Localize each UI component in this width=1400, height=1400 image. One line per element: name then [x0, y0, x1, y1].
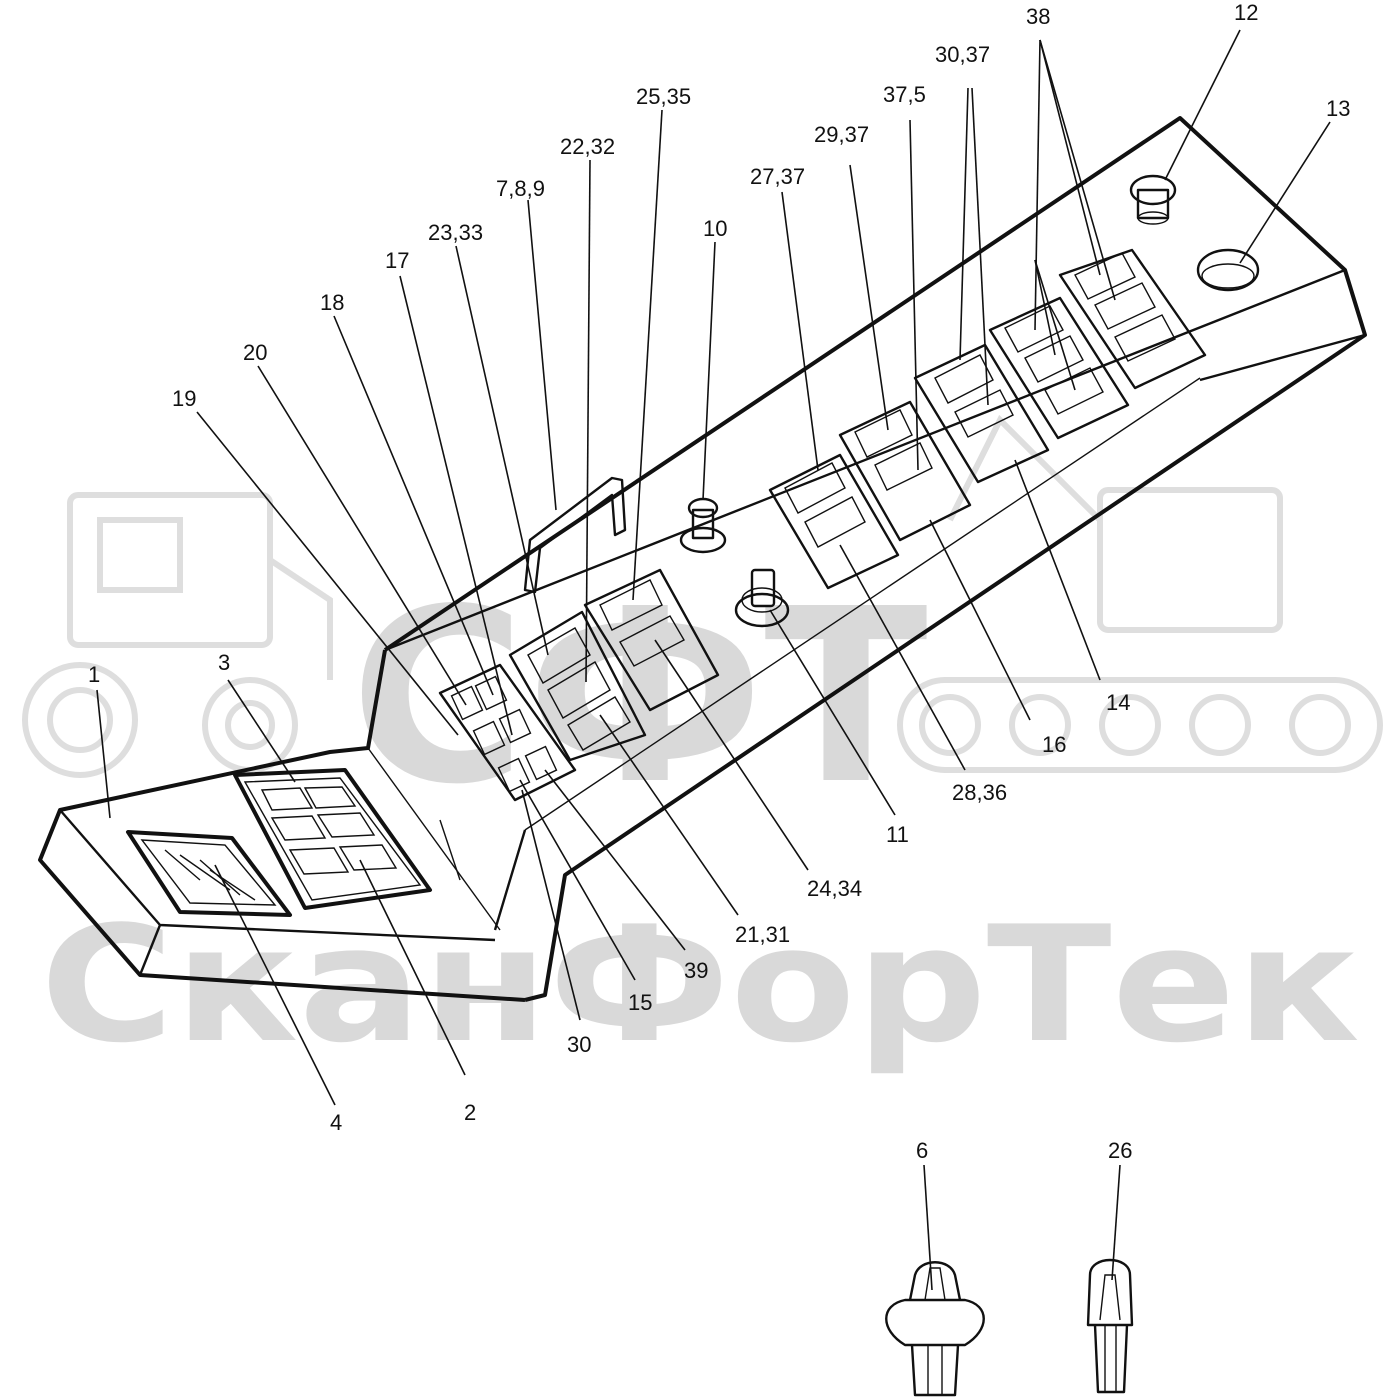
callout-30-37: 30,37: [935, 42, 990, 67]
watermark-logo: СФТ: [350, 557, 928, 837]
callout-18: 18: [320, 290, 344, 315]
callout-labels: 1 2 3 4 6 7,8,9 10 11 12 13 14 15 16 17 …: [88, 0, 1350, 1163]
callout-27-37: 27,37: [750, 164, 805, 189]
rocker-block-21-25: [508, 568, 720, 762]
callout-38: 38: [1026, 4, 1050, 29]
callout-4: 4: [330, 1110, 342, 1135]
callout-13: 13: [1326, 96, 1350, 121]
rocker-block-29-16: [838, 400, 972, 542]
rocker-block-30-14: [913, 343, 1050, 484]
indicator-lamp-12: [1129, 174, 1177, 225]
leader-lines: [96, 29, 1331, 1291]
callout-30: 30: [567, 1032, 591, 1057]
callout-39: 39: [684, 958, 708, 983]
rocker-block-38-b: [1058, 248, 1207, 390]
control-panel-body: [38, 116, 1367, 1002]
callout-26: 26: [1108, 1138, 1132, 1163]
callout-12: 12: [1234, 0, 1258, 25]
callout-28-36: 28,36: [952, 780, 1007, 805]
callout-7-8-9: 7,8,9: [496, 176, 545, 201]
cap-13: [1196, 248, 1260, 292]
rocker-block-27-28: [768, 453, 900, 590]
callout-37-5: 37,5: [883, 82, 926, 107]
callout-2: 2: [464, 1100, 476, 1125]
instrument-window-4: [126, 830, 292, 917]
watermark-company-name: СканФорТек: [40, 891, 1360, 1078]
callout-20: 20: [243, 340, 267, 365]
callout-15: 15: [628, 990, 652, 1015]
callout-19: 19: [172, 386, 196, 411]
callout-10: 10: [703, 216, 727, 241]
callout-21-31: 21,31: [735, 922, 790, 947]
handle: [523, 476, 627, 594]
callout-29-37: 29,37: [814, 122, 869, 147]
callout-25-35: 25,35: [636, 84, 691, 109]
callout-23-33: 23,33: [428, 220, 483, 245]
callout-16: 16: [1042, 732, 1066, 757]
callout-22-32: 22,32: [560, 134, 615, 159]
callout-1: 1: [88, 662, 100, 687]
callout-24-34: 24,34: [807, 876, 862, 901]
instrument-cluster-2-3: [233, 768, 432, 910]
watermark-tractor-left: [22, 492, 333, 778]
watermark-excavator-right: [897, 414, 1383, 773]
callout-3: 3: [218, 650, 230, 675]
push-button-10: [679, 497, 727, 554]
callout-11: 11: [886, 822, 909, 847]
callout-6: 6: [916, 1138, 928, 1163]
bulb-socket-26: [1086, 1258, 1134, 1394]
callout-17: 17: [385, 248, 409, 273]
ignition-key-11: [734, 568, 790, 628]
bulb-socket-6: [885, 1261, 985, 1397]
rocker-block-38-a: [988, 296, 1130, 440]
switch-cluster-small: [438, 663, 577, 802]
callout-14: 14: [1106, 690, 1130, 715]
